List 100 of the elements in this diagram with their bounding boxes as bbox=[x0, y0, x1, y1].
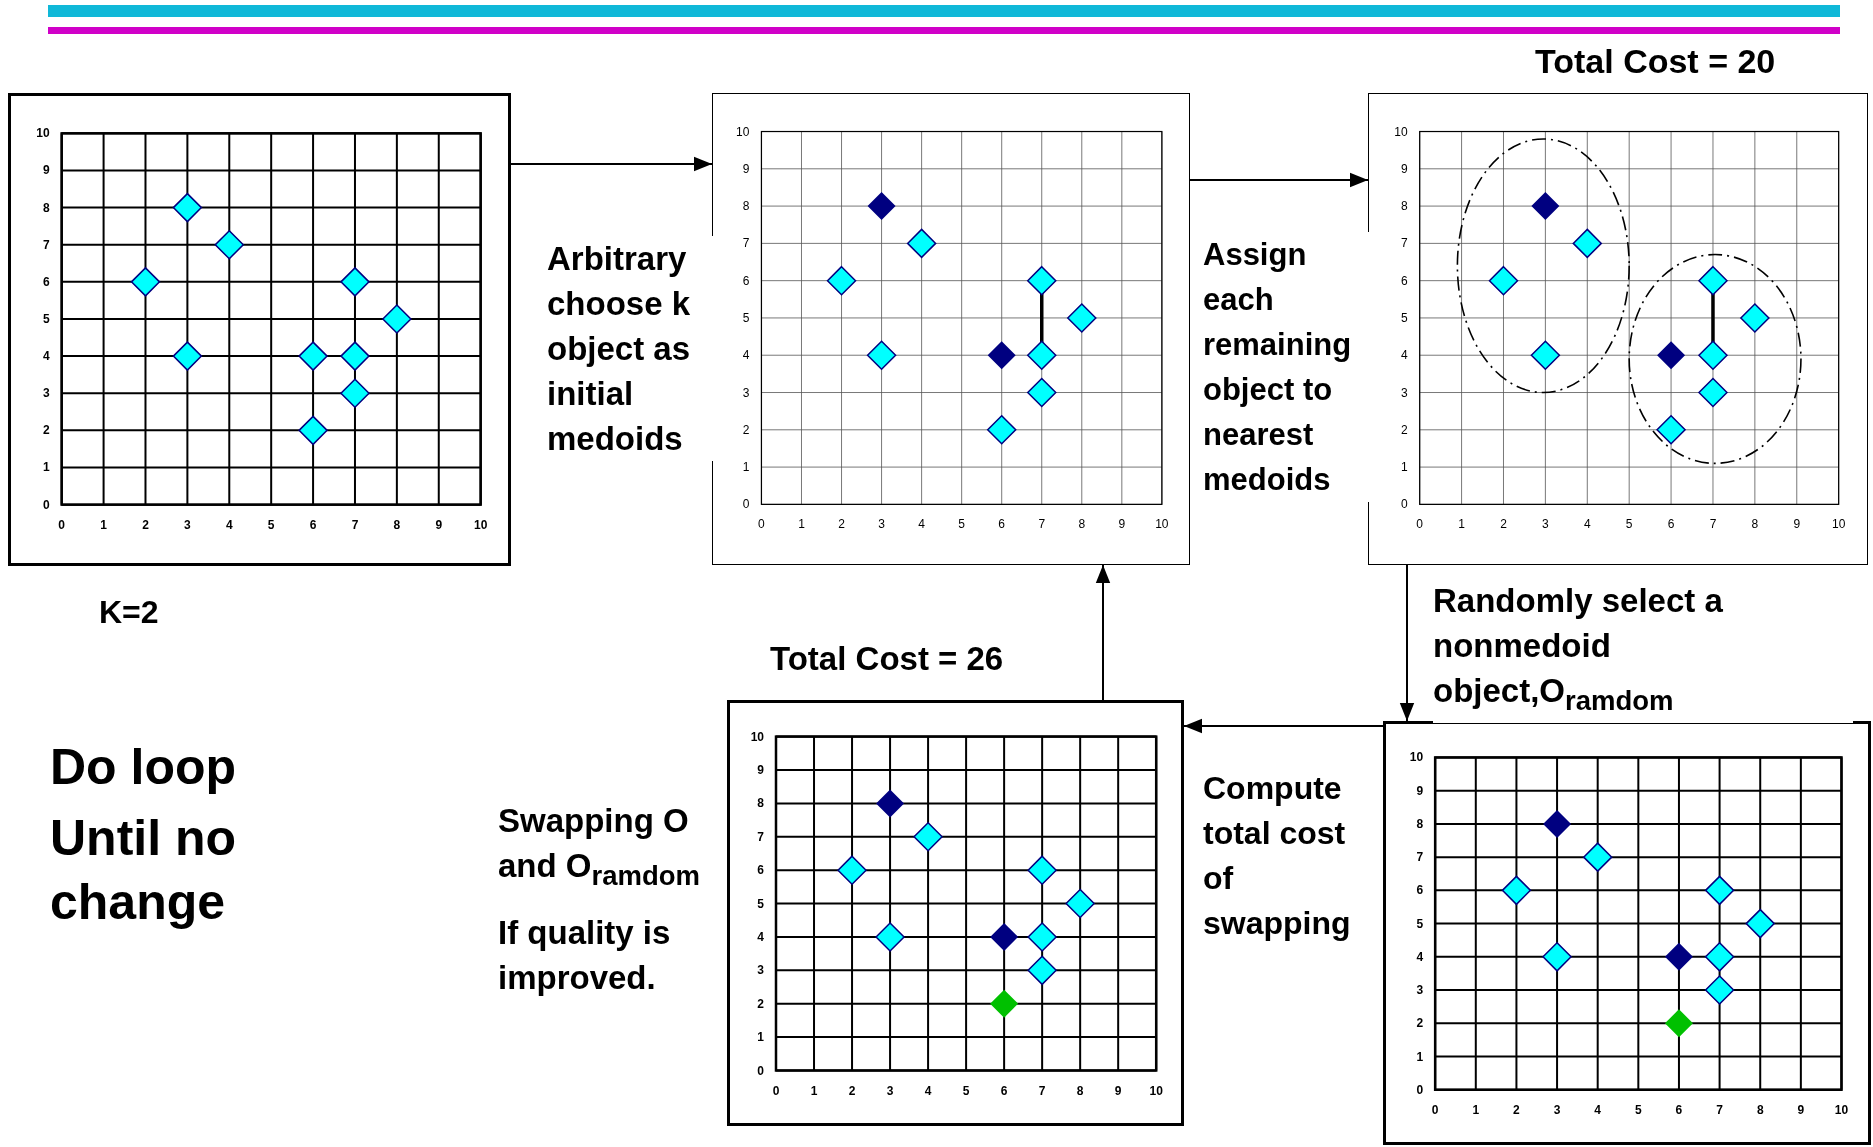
tick-label: 1 bbox=[43, 460, 50, 475]
tick-label: 7 bbox=[1038, 1083, 1046, 1098]
tick-label: 4 bbox=[742, 348, 750, 363]
tick-label: 4 bbox=[43, 349, 50, 364]
tick-label: 1 bbox=[1472, 1102, 1480, 1117]
tick-label: 0 bbox=[772, 1083, 780, 1098]
tick-label: 3 bbox=[886, 1083, 894, 1098]
tick-label: 6 bbox=[757, 863, 764, 878]
tick-label: 2 bbox=[43, 423, 50, 438]
tick-label: 1 bbox=[742, 460, 750, 475]
tick-label: 10 bbox=[1832, 517, 1846, 532]
tick-label: 10 bbox=[1155, 517, 1169, 532]
tick-label: 1 bbox=[810, 1083, 818, 1098]
tick-label: 0 bbox=[1431, 1102, 1439, 1117]
tick-label: 10 bbox=[1149, 1083, 1163, 1098]
tick-label: 4 bbox=[1583, 517, 1591, 532]
tick-label: 5 bbox=[962, 1083, 970, 1098]
tick-label: 2 bbox=[742, 422, 750, 437]
tick-label: 1 bbox=[757, 1030, 764, 1045]
tick-label: 2 bbox=[1513, 1102, 1520, 1117]
tick-label: 4 bbox=[757, 929, 764, 944]
tick-label: 6 bbox=[1416, 883, 1424, 898]
tick-label: 4 bbox=[918, 517, 925, 532]
tick-label: 9 bbox=[435, 517, 443, 532]
tick-label: 9 bbox=[1416, 783, 1424, 798]
arrow bbox=[1399, 564, 1415, 722]
tick-label: 3 bbox=[1553, 1102, 1561, 1117]
tick-label: 2 bbox=[142, 517, 149, 532]
tick-label: 2 bbox=[838, 517, 845, 532]
tick-label: 7 bbox=[1416, 850, 1424, 865]
tick-label: 6 bbox=[1667, 517, 1675, 532]
tick-label: 5 bbox=[1635, 1102, 1642, 1117]
tick-label: 7 bbox=[742, 236, 750, 251]
tick-label: 10 bbox=[750, 729, 764, 744]
tick-label: 9 bbox=[1118, 517, 1126, 532]
tick-label: 1 bbox=[1416, 1049, 1424, 1064]
tick-label: 7 bbox=[43, 237, 50, 252]
tick-label: 3 bbox=[43, 386, 50, 401]
tick-label: 4 bbox=[1594, 1102, 1602, 1117]
tick-label: 8 bbox=[393, 517, 401, 532]
tick-label: 7 bbox=[757, 829, 764, 844]
tick-label: 6 bbox=[1000, 1083, 1008, 1098]
tick-label: 2 bbox=[1500, 517, 1507, 532]
tick-label: 8 bbox=[1416, 816, 1424, 831]
tick-label: 10 bbox=[1394, 124, 1408, 139]
tick-label: 5 bbox=[742, 310, 750, 325]
tick-label: 7 bbox=[351, 517, 359, 532]
arrow bbox=[1095, 564, 1111, 701]
tick-label: 9 bbox=[1797, 1102, 1805, 1117]
tick-label: 8 bbox=[1756, 1102, 1764, 1117]
tick-label: 8 bbox=[1078, 517, 1086, 532]
tick-label: 0 bbox=[1416, 1082, 1424, 1097]
tick-label: 5 bbox=[1416, 916, 1424, 931]
tick-label: 0 bbox=[757, 1063, 764, 1078]
tick-label: 4 bbox=[1401, 348, 1408, 363]
tick-label: 6 bbox=[998, 517, 1006, 532]
chart-panel bbox=[8, 93, 511, 566]
chart-panel bbox=[1383, 721, 1871, 1145]
tick-label: 7 bbox=[1401, 236, 1408, 251]
tick-label: 4 bbox=[225, 517, 233, 532]
tick-label: 5 bbox=[43, 312, 50, 326]
tick-label: 3 bbox=[1542, 517, 1549, 532]
tick-label: 10 bbox=[474, 517, 488, 532]
tick-label: 3 bbox=[1401, 385, 1408, 400]
tick-label: 10 bbox=[1409, 750, 1424, 765]
tick-label: 9 bbox=[742, 161, 750, 176]
arrow bbox=[1189, 172, 1369, 188]
tick-label: 10 bbox=[36, 126, 50, 141]
tick-label: 9 bbox=[757, 763, 764, 777]
tick-label: 1 bbox=[798, 517, 805, 532]
tick-label: 8 bbox=[1401, 199, 1408, 214]
tick-label: 4 bbox=[924, 1083, 932, 1098]
tick-label: 5 bbox=[1401, 310, 1408, 325]
tick-label: 2 bbox=[1416, 1016, 1424, 1031]
tick-label: 9 bbox=[1793, 517, 1801, 532]
tick-label: 3 bbox=[757, 963, 764, 978]
tick-label: 8 bbox=[1751, 517, 1759, 532]
tick-label: 9 bbox=[43, 163, 50, 178]
tick-label: 1 bbox=[100, 517, 107, 532]
chart-panel bbox=[1368, 93, 1868, 565]
tick-label: 0 bbox=[1416, 517, 1424, 532]
tick-label: 10 bbox=[1834, 1102, 1849, 1117]
tick-label: 6 bbox=[742, 273, 750, 288]
tick-label: 1 bbox=[1401, 460, 1408, 475]
tick-label: 4 bbox=[1416, 949, 1424, 964]
chart-panel bbox=[712, 93, 1190, 565]
tick-label: 5 bbox=[958, 517, 965, 532]
tick-label: 3 bbox=[742, 385, 750, 400]
tick-label: 0 bbox=[58, 517, 66, 532]
tick-label: 2 bbox=[757, 996, 764, 1011]
tick-label: 6 bbox=[43, 274, 50, 289]
tick-label: 7 bbox=[1038, 517, 1046, 532]
tick-label: 0 bbox=[1401, 497, 1408, 512]
tick-label: 0 bbox=[742, 497, 750, 512]
tick-label: 5 bbox=[1625, 517, 1633, 532]
tick-label: 5 bbox=[267, 517, 275, 532]
arrow bbox=[1183, 718, 1384, 734]
tick-label: 2 bbox=[848, 1083, 856, 1098]
tick-label: 3 bbox=[1416, 983, 1424, 998]
tick-label: 5 bbox=[757, 896, 764, 911]
